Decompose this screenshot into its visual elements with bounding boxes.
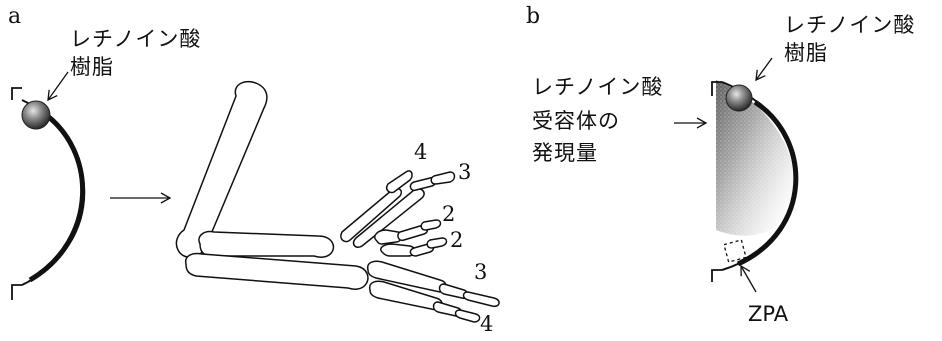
digit-label-2-lower: 2	[450, 228, 463, 252]
digit-label-3-top: 3	[458, 160, 471, 184]
panel-a-bead-label-line2: 樹脂	[70, 54, 114, 81]
panel-a-letter: a	[8, 4, 21, 29]
humerus-bone	[176, 82, 266, 258]
panel-a-bead-label-line1: レチノイン酸	[70, 26, 201, 53]
forearm-bone-lower	[186, 253, 368, 289]
panel-b-bead-label-line1: レチノイン酸	[784, 12, 915, 39]
panel-b-limb-bud	[712, 80, 796, 282]
receptor-label-line2: 受容体の	[532, 108, 620, 135]
digit-label-4-top: 4	[414, 140, 427, 164]
zpa-label: ZPA	[748, 302, 788, 326]
digit-label-2-upper: 2	[442, 202, 455, 226]
panel-a-bead-pointer-arrow	[48, 72, 68, 100]
digit-label-3-bottom: 3	[474, 260, 487, 284]
digit-label-4-bottom: 4	[480, 312, 493, 336]
panel-b-letter: b	[526, 4, 540, 29]
panel-b-bead-label-line2: 樹脂	[784, 40, 828, 67]
panel-a-bead	[22, 101, 50, 129]
zpa-region-box	[724, 240, 746, 262]
panel-b-bead-pointer-arrow	[756, 58, 772, 80]
receptor-label-line1: レチノイン酸	[532, 74, 663, 101]
forearm-bone-upper	[199, 232, 334, 258]
receptor-label-line3: 発現量	[532, 140, 598, 167]
panel-b-bead	[726, 85, 752, 111]
zpa-pointer-arrow	[741, 266, 756, 292]
